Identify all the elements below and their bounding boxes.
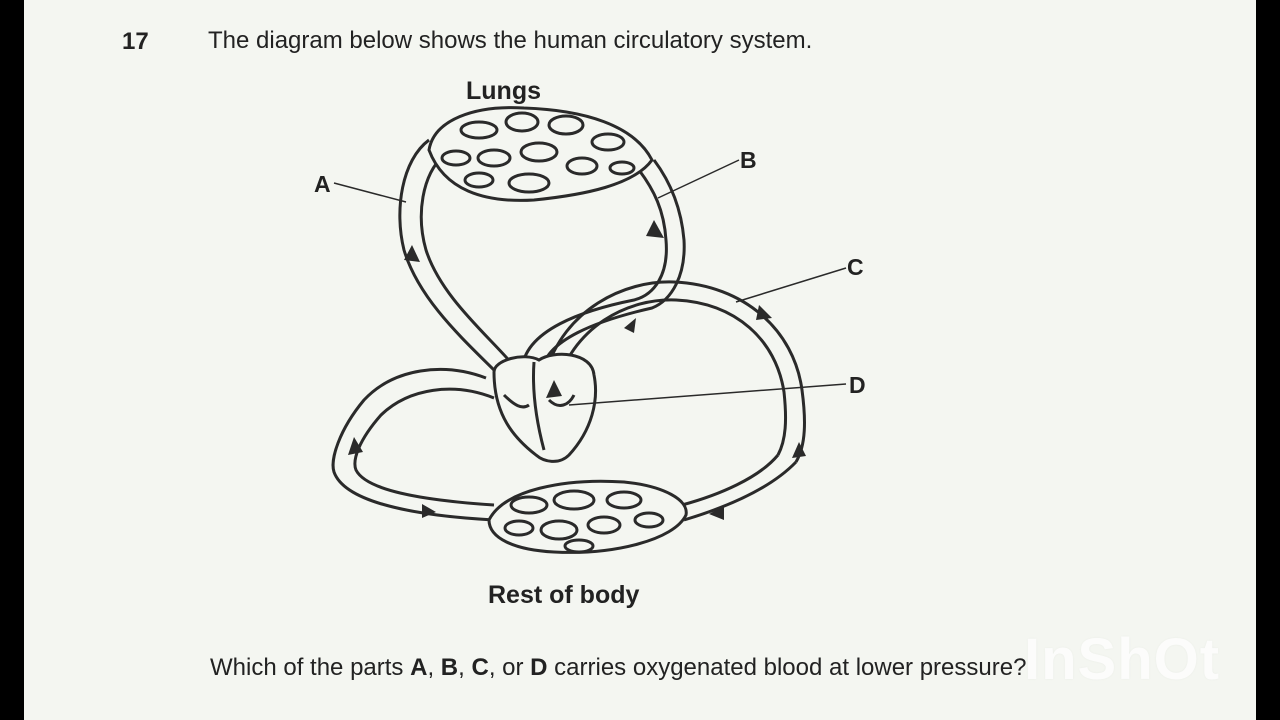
exam-page: 17 The diagram below shows the human cir… [24,0,1256,720]
pointer-line-a [333,182,407,203]
pointer-line-b [657,159,740,199]
prompt-separator: , or [488,654,531,681]
flow-arrows [348,220,806,520]
question-text: The diagram below shows the human circul… [208,27,813,54]
prompt-text-end: carries oxygenated blood at lower pressu… [547,654,1027,681]
label-b: B [740,147,757,173]
prompt-option-b: B [440,654,459,681]
body-capillary-bed [487,479,688,554]
circulatory-diagram: Lungs Rest of body A B C D [314,77,866,609]
prompt-text-start: Which of the parts [210,654,411,681]
pointer-line-d [568,383,847,406]
pulmonary-loop [398,138,686,376]
label-c: C [847,254,864,280]
lung-capillary-bed [427,106,654,202]
watermark-logo: InShOt [1024,627,1221,692]
label-d: D [849,372,866,398]
prompt-option-a: A [410,654,428,681]
lungs-label: Lungs [466,77,541,105]
prompt-separator: , [427,654,441,681]
question-prompt: Which of the parts A, B, C, or D carries… [210,654,1026,682]
heart [492,352,598,463]
label-a: A [314,171,331,197]
label-lines [333,159,847,406]
pointer-line-c [735,267,847,303]
rest-of-body-label: Rest of body [488,581,639,609]
question-number: 17 [122,28,149,55]
prompt-option-d: D [530,654,548,681]
prompt-option-c: C [471,654,489,681]
prompt-separator: , [458,654,472,681]
